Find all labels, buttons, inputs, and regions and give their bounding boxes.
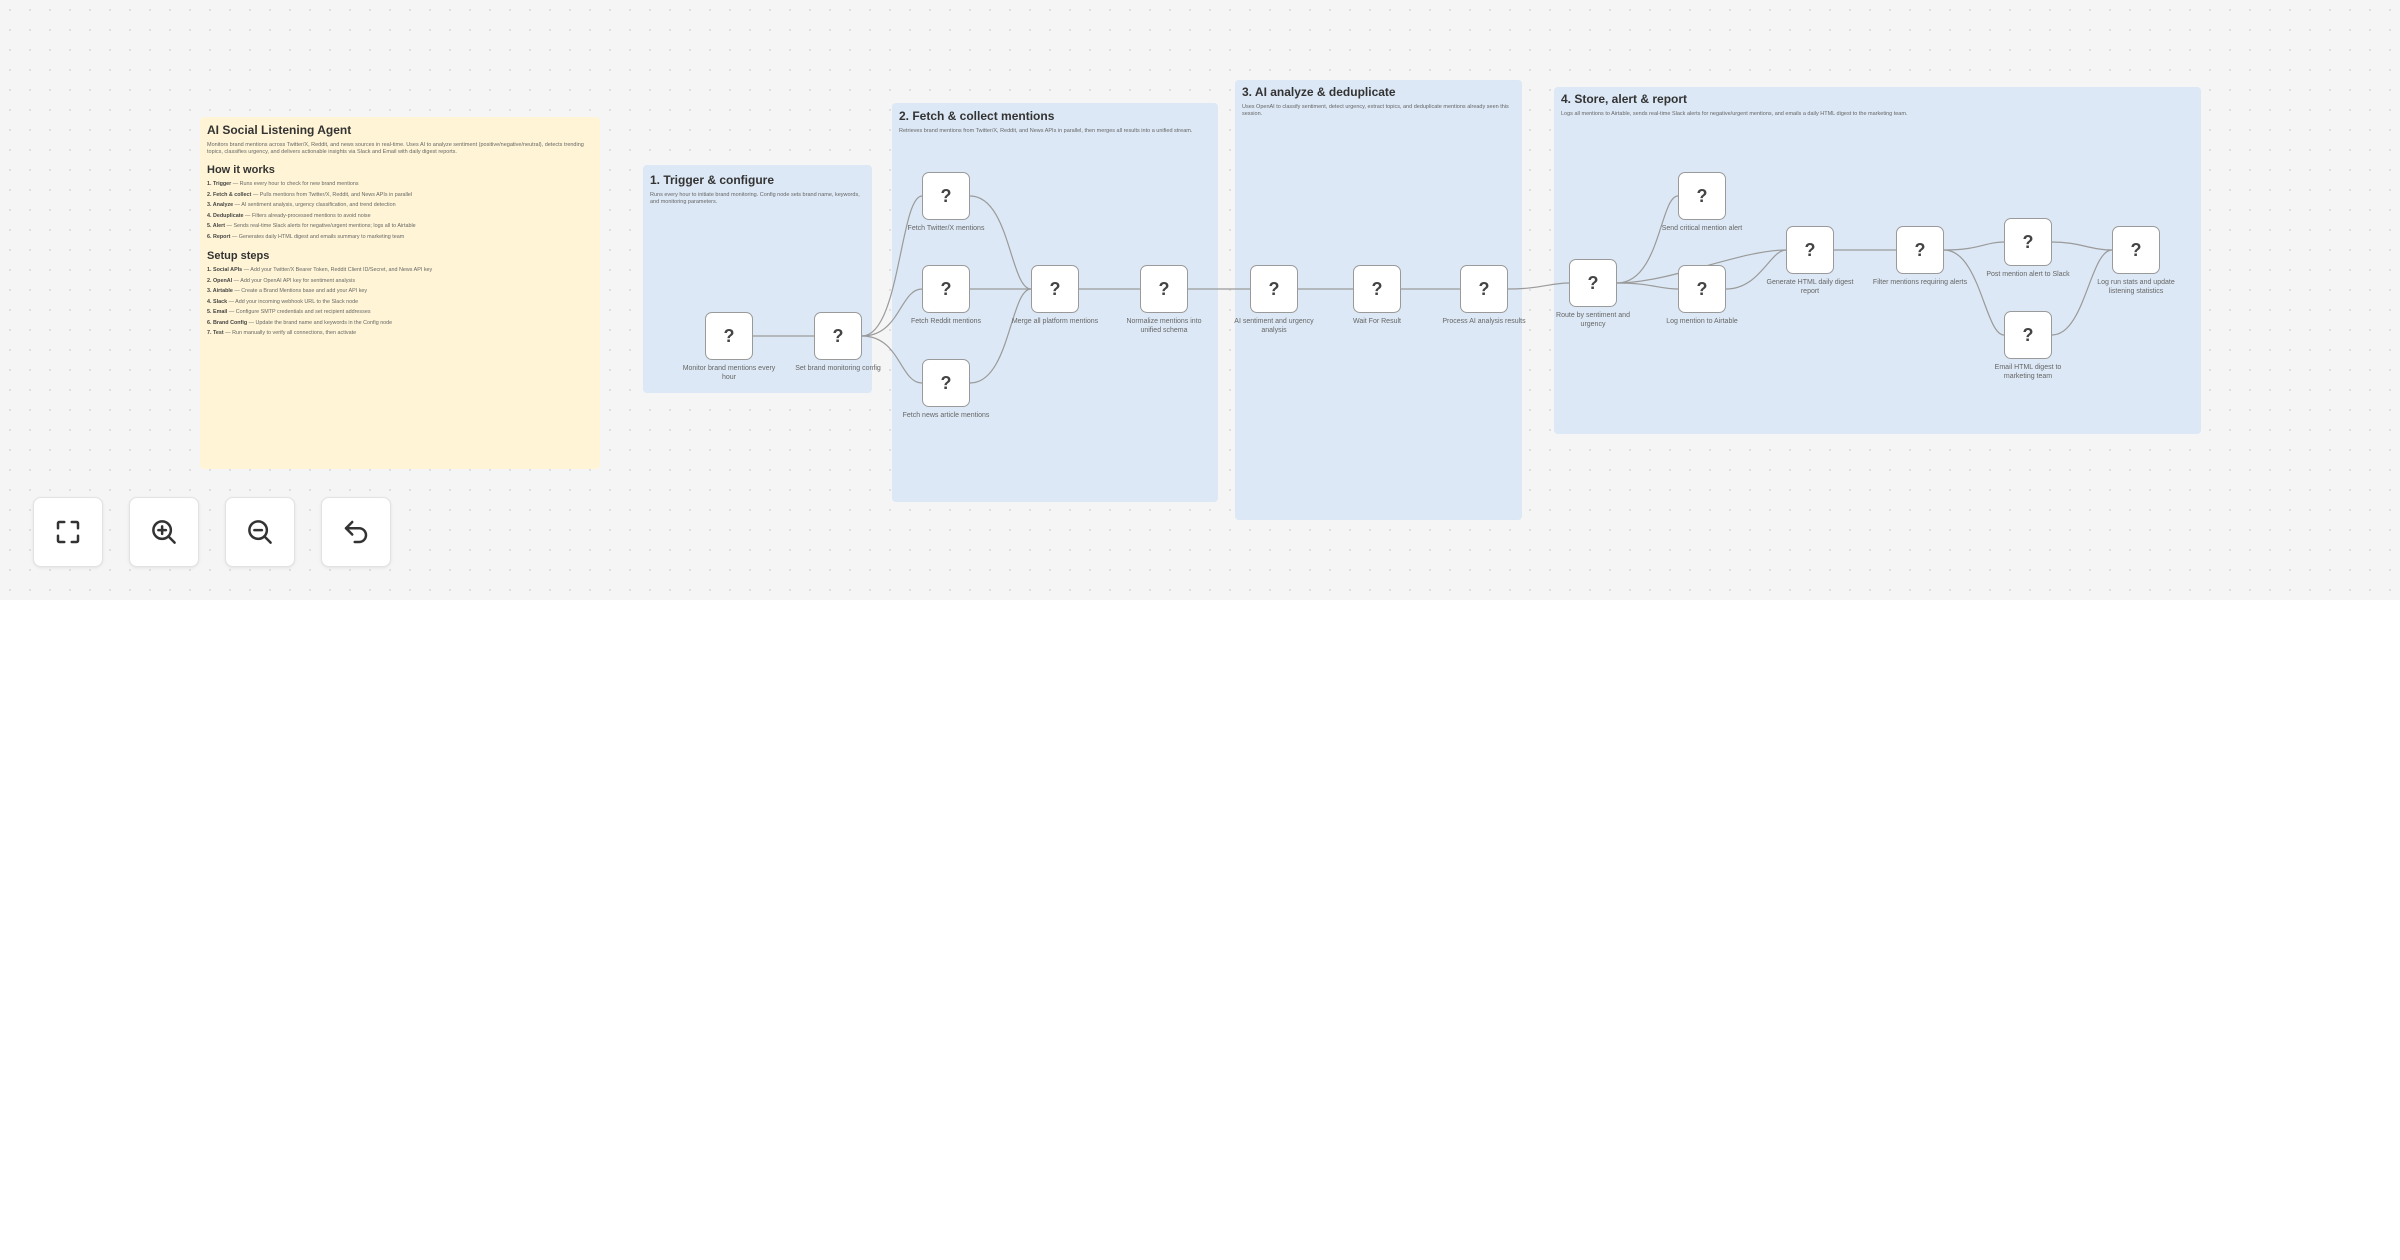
- section-title: 1. Trigger & configure: [650, 173, 775, 187]
- setup-step: 5. Email — Configure SMTP credentials an…: [207, 309, 371, 315]
- setup-step: 2. OpenAI — Add your OpenAI API key for …: [207, 277, 356, 284]
- section-title: 3. AI analyze & deduplicate: [1242, 85, 1396, 99]
- zoom-in-icon: [152, 520, 176, 544]
- node-label: Generate HTML daily digest report: [1766, 279, 1854, 295]
- overview-sticky-note[interactable]: AI Social Listening Agent Monitors brand…: [200, 117, 600, 469]
- node-label: Log run stats and update listening stati…: [2097, 279, 2175, 295]
- node-merge-mentions[interactable]: ?: [1031, 265, 1079, 313]
- node-wait-for-result[interactable]: ?: [1353, 265, 1401, 313]
- node-label: Fetch Twitter/X mentions: [907, 225, 985, 232]
- node-filter-alerts[interactable]: ?: [1896, 226, 1944, 274]
- section-description: Runs every hour to initiate brand monito…: [650, 192, 860, 205]
- node-label: Monitor brand mentions every hour: [682, 365, 776, 381]
- node-label: Email HTML digest to marketing team: [1994, 364, 2062, 380]
- section-trigger-configure[interactable]: 1. Trigger & configure Runs every hour t…: [643, 165, 872, 393]
- setup-step: 4. Slack — Add your incoming webhook URL…: [207, 298, 359, 305]
- node-schedule-trigger[interactable]: ?: [705, 312, 753, 360]
- node-fetch-reddit[interactable]: ?: [922, 265, 970, 313]
- node-label: AI sentiment and urgency analysis: [1234, 318, 1314, 334]
- node-process-results[interactable]: ?: [1460, 265, 1508, 313]
- node-label: Route by sentiment and urgency: [1556, 312, 1630, 328]
- undo-icon: [344, 520, 368, 544]
- section-description: Logs all mentions to Airtable, sends rea…: [1561, 111, 1908, 117]
- zoom-in-button[interactable]: [129, 497, 199, 567]
- fit-view-button[interactable]: [33, 497, 103, 567]
- overview-title: AI Social Listening Agent: [207, 123, 352, 137]
- setup-step: 7. Test — Run manually to verify all con…: [207, 330, 357, 336]
- section-store-alert-report[interactable]: 4. Store, alert & report Logs all mentio…: [1554, 87, 2201, 434]
- node-label: Filter mentions requiring alerts: [1872, 279, 1968, 286]
- node-email-digest[interactable]: ?: [2004, 311, 2052, 359]
- node-log-stats[interactable]: ?: [2112, 226, 2160, 274]
- section-description: Uses OpenAI to classify sentiment, detec…: [1242, 104, 1509, 117]
- how-step: 5. Alert — Sends real-time Slack alerts …: [207, 223, 416, 229]
- how-step: 4. Deduplicate — Filters already-process…: [207, 212, 371, 219]
- section-title: 2. Fetch & collect mentions: [899, 109, 1055, 123]
- node-ai-analysis[interactable]: ?: [1250, 265, 1298, 313]
- setup-step: 6. Brand Config — Update the brand name …: [207, 319, 393, 326]
- node-label: Fetch Reddit mentions: [910, 318, 982, 325]
- node-label: Fetch news article mentions: [902, 412, 990, 419]
- section-description: Retrieves brand mentions from Twitter/X,…: [899, 128, 1193, 134]
- node-label: Merge all platform mentions: [1011, 318, 1099, 325]
- node-slack-alert[interactable]: ?: [2004, 218, 2052, 266]
- how-step: 6. Report — Generates daily HTML digest …: [207, 233, 405, 240]
- setup-steps-list: 1. Social APIs — Add your Twitter/X Bear…: [207, 265, 593, 339]
- zoom-out-icon: [248, 520, 272, 544]
- how-it-works-heading: How it works: [207, 164, 275, 176]
- section-title: 4. Store, alert & report: [1561, 92, 1688, 106]
- node-label: Send critical mention alert: [1661, 225, 1743, 232]
- node-label: Process AI analysis results: [1442, 318, 1526, 325]
- zoom-out-button[interactable]: [225, 497, 295, 567]
- node-label: Wait For Result: [1353, 318, 1401, 325]
- node-generate-digest[interactable]: ?: [1786, 226, 1834, 274]
- setup-steps-heading: Setup steps: [207, 250, 270, 262]
- node-log-airtable[interactable]: ?: [1678, 265, 1726, 313]
- setup-step: 1. Social APIs — Add your Twitter/X Bear…: [207, 267, 433, 273]
- node-label: Log mention to Airtable: [1666, 318, 1738, 325]
- fit-view-icon: [56, 520, 80, 544]
- undo-button[interactable]: [321, 497, 391, 567]
- node-label: Post mention alert to Slack: [1986, 271, 2070, 278]
- node-brand-config[interactable]: ?: [814, 312, 862, 360]
- node-fetch-twitter[interactable]: ?: [922, 172, 970, 220]
- overview-description: Monitors brand mentions across Twitter/X…: [207, 142, 584, 155]
- how-it-works-list: 1. Trigger — Runs every hour to check fo…: [207, 179, 593, 242]
- workflow-canvas[interactable]: AI Social Listening Agent Monitors brand…: [0, 0, 2400, 600]
- node-critical-alert[interactable]: ?: [1678, 172, 1726, 220]
- how-step: 2. Fetch & collect — Pulls mentions from…: [207, 191, 413, 198]
- setup-step: 3. Airtable — Create a Brand Mentions ba…: [207, 288, 368, 294]
- node-normalize-mentions[interactable]: ?: [1140, 265, 1188, 313]
- node-route-sentiment[interactable]: ?: [1569, 259, 1617, 307]
- node-label: Normalize mentions into unified schema: [1126, 318, 1202, 334]
- node-label: Set brand monitoring config: [795, 365, 881, 372]
- how-step: 1. Trigger — Runs every hour to check fo…: [207, 181, 359, 187]
- how-step: 3. Analyze — AI sentiment analysis, urge…: [207, 202, 396, 208]
- node-fetch-news[interactable]: ?: [922, 359, 970, 407]
